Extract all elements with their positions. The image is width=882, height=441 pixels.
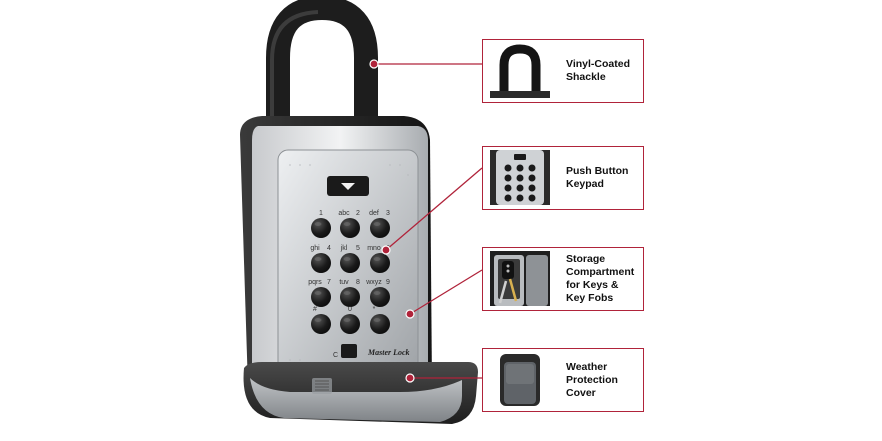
keypad-button	[340, 218, 360, 238]
keypad-button	[340, 287, 360, 307]
leader-lines	[374, 63, 483, 379]
keypad-button	[311, 287, 331, 307]
leader-dots	[369, 59, 415, 383]
callout-keypad-label: Push Button Keypad	[566, 165, 629, 190]
keypad-button-highlight	[373, 318, 381, 322]
callout-shackle: Vinyl-Coated Shackle	[482, 39, 644, 103]
weather-cover	[243, 362, 478, 424]
callout-storage: Storage Compartment for Keys & Key Fobs	[482, 247, 644, 311]
brand-logo: Master Lock	[367, 348, 410, 357]
keypad-letter-label: mno	[367, 245, 381, 252]
keypad-digit-label: 4	[327, 245, 331, 252]
keypad-button-highlight	[314, 257, 322, 261]
keypad-letter-label: pqrs	[308, 279, 322, 286]
keypad-button-highlight	[343, 318, 351, 322]
keypad-button	[370, 314, 390, 334]
keypad-thumbnail	[486, 150, 554, 205]
keypad-button-highlight	[343, 257, 351, 261]
callout-shackle-label: Vinyl-Coated Shackle	[566, 58, 630, 83]
keypad-button	[340, 314, 360, 334]
clear-area: C Master Lock	[333, 344, 410, 359]
callout-cover-label: Weather Protection Cover	[566, 360, 618, 399]
keypad-button-highlight	[343, 222, 351, 226]
keypad-digit-label: 0	[348, 306, 352, 313]
keypad-button	[311, 253, 331, 273]
keypad-letter-label: tuv	[339, 279, 349, 286]
keypad-button-highlight	[314, 222, 322, 226]
keypad-letter-label: abc	[338, 210, 350, 217]
keypad-button	[370, 253, 390, 273]
keypad-button-highlight	[314, 291, 322, 295]
keypad-digit-label: 8	[356, 279, 360, 286]
callout-storage-label: Storage Compartment for Keys & Key Fobs	[566, 253, 635, 304]
cover-thumbnail	[486, 352, 554, 407]
callout-keypad: Push Button Keypad	[482, 146, 644, 210]
keypad-letter-label: def	[369, 210, 379, 217]
callout-cover: Weather Protection Cover	[482, 348, 644, 412]
keypad-letter-label: jkl	[340, 245, 348, 252]
keypad-button-highlight	[373, 222, 381, 226]
keypad-button	[370, 218, 390, 238]
keypad-letter-label: #	[313, 306, 317, 313]
keypad-button	[311, 314, 331, 334]
keypad-button-highlight	[314, 318, 322, 322]
shackle	[266, 0, 378, 140]
keypad-button-highlight	[343, 291, 351, 295]
shackle-thumbnail	[486, 43, 554, 98]
keypad-digit-label: 1	[319, 210, 323, 217]
push-button-keypad: 1abc2def3ghi4jkl5mno6pqrs7tuv8wxyz9#0*	[308, 210, 390, 334]
keypad-button	[340, 253, 360, 273]
keypad-digit-label: 9	[386, 279, 390, 286]
keypad-letter-label: *	[373, 306, 376, 313]
keypad-digit-label: 7	[327, 279, 331, 286]
storage-thumbnail	[486, 251, 554, 306]
keypad-digit-label: 3	[386, 210, 390, 217]
keypad-letter-label: ghi	[310, 245, 320, 252]
keypad-button	[370, 287, 390, 307]
keypad-digit-label: 2	[356, 210, 360, 217]
clear-label: C	[333, 352, 338, 359]
keypad-button-highlight	[373, 257, 381, 261]
keypad-button	[311, 218, 331, 238]
clear-button	[341, 344, 357, 358]
keypad-button-highlight	[373, 291, 381, 295]
keypad-digit-label: 5	[356, 245, 360, 252]
keypad-letter-label: wxyz	[365, 279, 382, 286]
